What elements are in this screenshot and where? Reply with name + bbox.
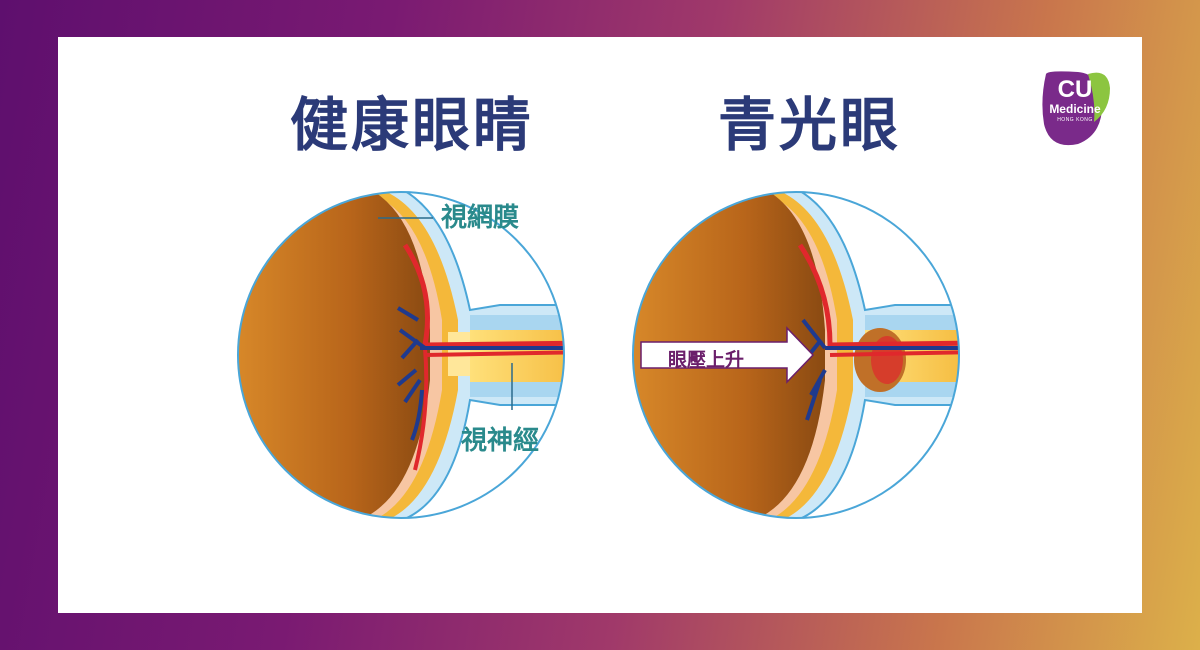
cu-medicine-logo: CU Medicine HONG KONG xyxy=(1038,70,1112,148)
healthy-eye-diagram xyxy=(237,191,565,519)
glaucoma-eye-diagram xyxy=(632,191,960,519)
logo-region-text: HONG KONG xyxy=(1057,117,1093,123)
pressure-arrow-label: 眼壓上升 xyxy=(668,349,745,371)
logo-medicine-text: Medicine xyxy=(1049,102,1101,116)
retina-label: 視網膜 xyxy=(441,203,520,233)
optic-nerve-label: 視神經 xyxy=(461,426,540,456)
content-card xyxy=(58,37,1142,613)
healthy-eye-title: 健康眼睛 xyxy=(290,91,535,159)
glaucoma-title: 青光眼 xyxy=(718,91,902,159)
logo-cu-text: CU xyxy=(1057,76,1093,103)
